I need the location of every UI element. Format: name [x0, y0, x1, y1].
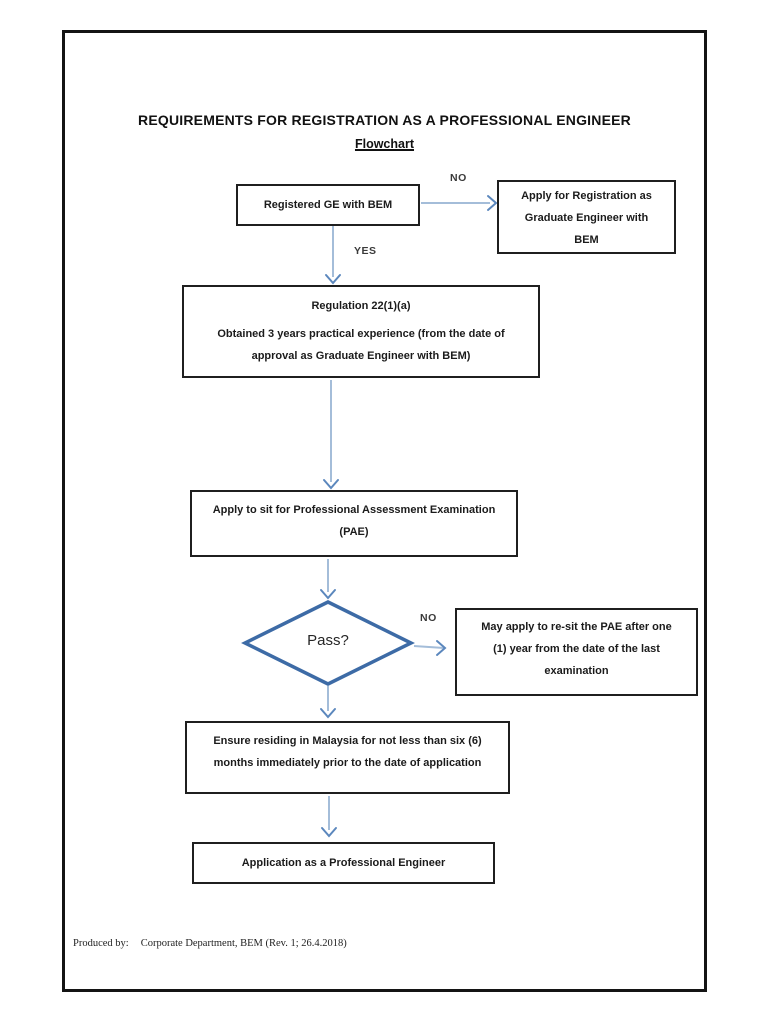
- node-text: Obtained 3 years practical experience (f…: [217, 328, 505, 340]
- branch-label-no: NO: [420, 612, 437, 624]
- node-heading: Regulation 22(1)(a): [311, 300, 411, 312]
- node-apply-graduate-registration: Apply for Registration as Graduate Engin…: [497, 180, 676, 254]
- node-regulation-22-1-a: Regulation 22(1)(a) Obtained 3 years pra…: [182, 285, 540, 378]
- node-text: Registered GE with BEM: [263, 199, 393, 211]
- node-text: (PAE): [339, 526, 369, 538]
- node-text: Graduate Engineer with: [524, 212, 649, 224]
- branch-label-no: NO: [450, 172, 467, 184]
- node-text: (1) year from the date of the last: [493, 643, 660, 655]
- node-resit-pae: May apply to re-sit the PAE after one (1…: [455, 608, 698, 696]
- node-registered-ge: Registered GE with BEM: [236, 184, 420, 226]
- node-text: Apply to sit for Professional Assessment…: [212, 504, 496, 516]
- page-title: REQUIREMENTS FOR REGISTRATION AS A PROFE…: [138, 112, 631, 128]
- page-subtitle: Flowchart: [354, 137, 415, 151]
- node-text: months immediately prior to the date of …: [213, 757, 482, 769]
- node-residency-requirement: Ensure residing in Malaysia for not less…: [185, 721, 510, 794]
- footer-credit: Produced by: Corporate Department, BEM (R…: [73, 938, 347, 949]
- node-text: approval as Graduate Engineer with BEM): [251, 350, 471, 362]
- node-text: examination: [544, 665, 609, 677]
- node-text: Ensure residing in Malaysia for not less…: [213, 735, 482, 747]
- branch-label-yes: YES: [354, 245, 377, 257]
- node-text: BEM: [574, 234, 599, 246]
- node-application-professional-engineer: Application as a Professional Engineer: [192, 842, 495, 884]
- footer-value: Corporate Department, BEM (Rev. 1; 26.4.…: [140, 938, 347, 949]
- node-text: Application as a Professional Engineer: [241, 857, 446, 869]
- node-text: Apply for Registration as: [521, 190, 652, 202]
- node-text: May apply to re-sit the PAE after one: [481, 621, 672, 633]
- footer-label: Produced by:: [73, 938, 129, 949]
- node-apply-pae: Apply to sit for Professional Assessment…: [190, 490, 518, 557]
- node-pass-decision: Pass?: [307, 632, 349, 649]
